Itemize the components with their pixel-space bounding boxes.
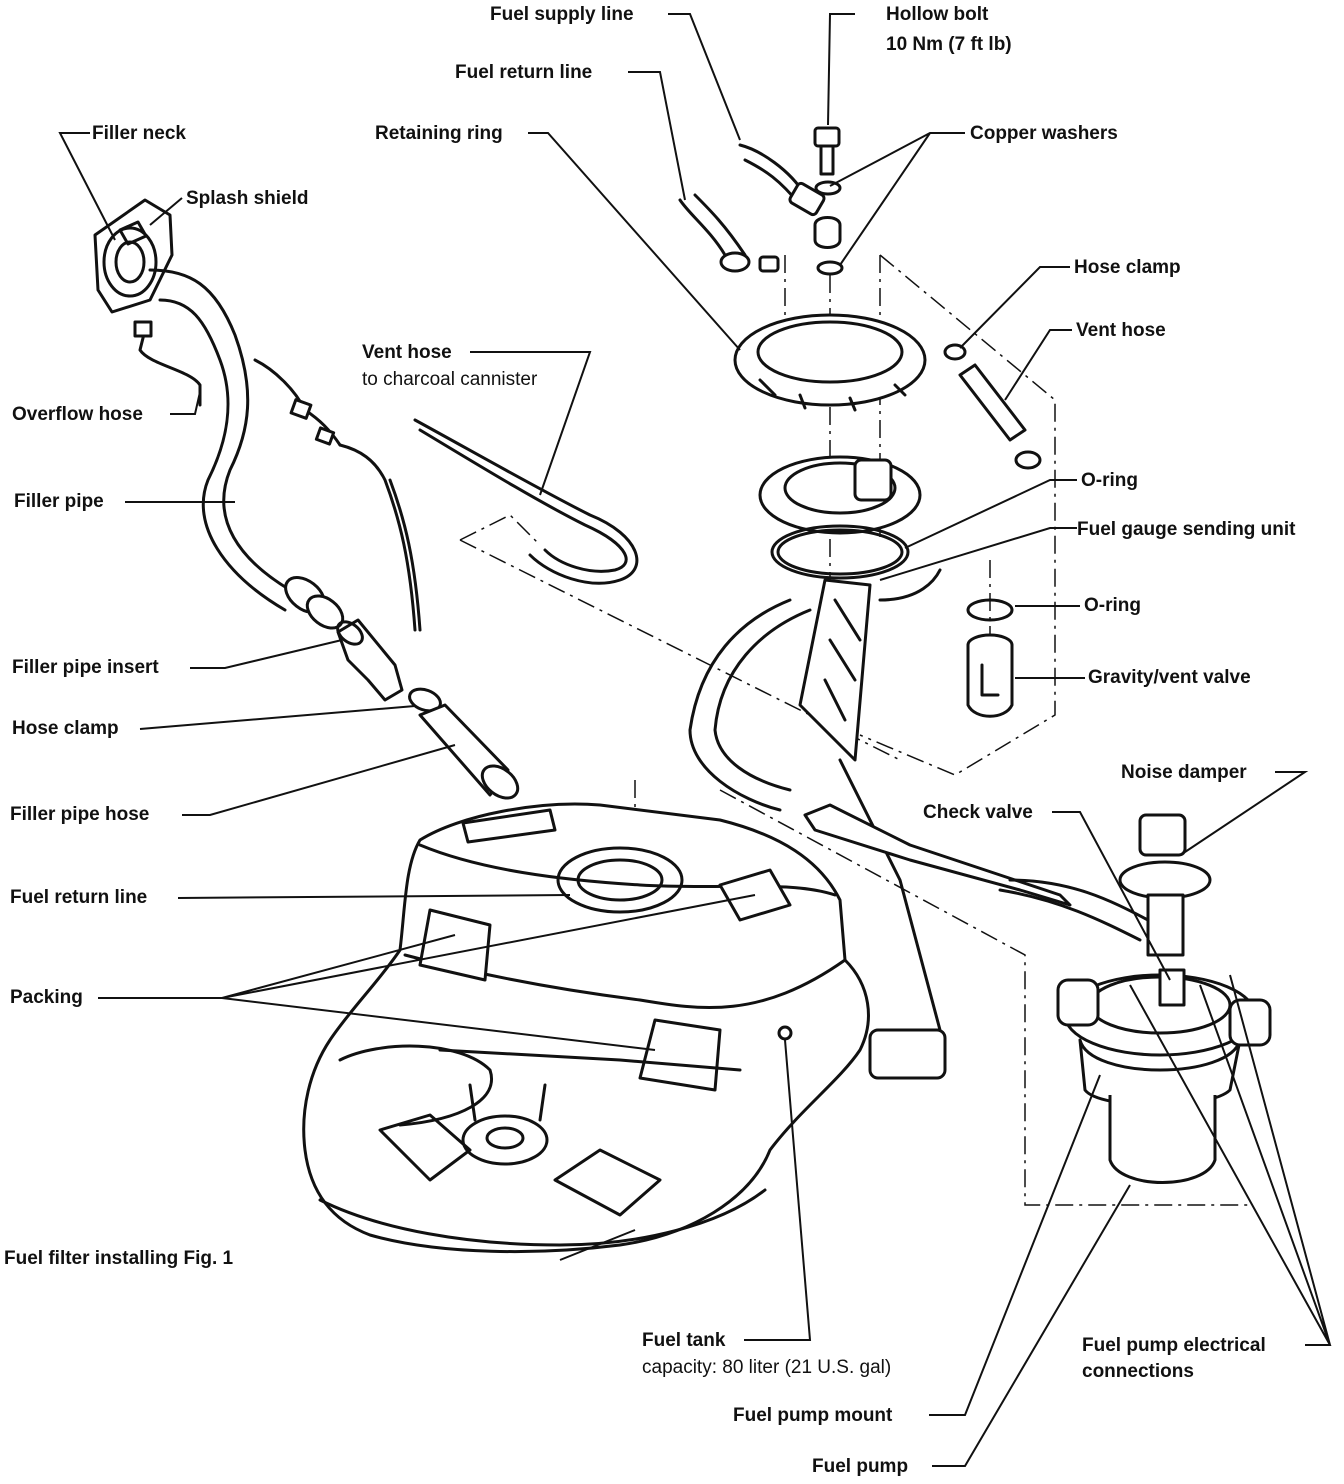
- fuel-tank-drawing: [302, 802, 870, 1254]
- fuel-pump-drawing: [998, 813, 1272, 1184]
- label-vent-hose-right: Vent hose: [1076, 320, 1166, 341]
- label-filler-pipe-hose: Filler pipe hose: [10, 804, 150, 825]
- label-gravity-vent-valve: Gravity/vent valve: [1088, 667, 1251, 688]
- sending-unit-drawing: [688, 455, 1072, 1080]
- label-fuel-pump: Fuel pump: [812, 1456, 909, 1477]
- label-fuel-supply-line: Fuel supply line: [490, 4, 634, 25]
- charcoal-vent-hose-drawing: [413, 418, 639, 585]
- label-o-ring-lower: O-ring: [1084, 595, 1141, 616]
- filler-pipe-insert-drawing: [336, 618, 404, 702]
- label-copper-washers: Copper washers: [970, 123, 1118, 144]
- label-fuel-tank-capacity: capacity: 80 liter (21 U.S. gal): [642, 1357, 892, 1378]
- label-filler-pipe: Filler pipe: [14, 491, 104, 512]
- label-noise-damper: Noise damper: [1121, 762, 1247, 783]
- label-hollow-bolt-torque: 10 Nm (7 ft lb): [886, 34, 1012, 55]
- label-overflow-hose: Overflow hose: [12, 404, 143, 425]
- label-filler-pipe-insert: Filler pipe insert: [12, 657, 159, 678]
- label-packing: Packing: [10, 987, 83, 1008]
- label-hose-clamp-right: Hose clamp: [1074, 257, 1181, 278]
- label-vent-hose-center-sub: to charcoal cannister: [362, 369, 538, 390]
- fuel-lines-top-drawing: [678, 143, 826, 273]
- label-splash-shield: Splash shield: [186, 188, 309, 209]
- label-fuel-return-line-tank: Fuel return line: [10, 887, 148, 908]
- label-fuel-gauge-sending-unit: Fuel gauge sending unit: [1077, 519, 1296, 540]
- label-hollow-bolt: Hollow bolt: [886, 4, 989, 25]
- label-vent-hose-center: Vent hose: [362, 342, 452, 363]
- vent-hose-right-drawing: [943, 343, 1042, 470]
- label-hose-clamp-left: Hose clamp: [12, 718, 119, 739]
- label-o-ring-top: O-ring: [1081, 470, 1138, 491]
- label-fuel-pump-electrical: Fuel pump electrical: [1082, 1335, 1266, 1356]
- gravity-valve-drawing: [966, 598, 1014, 718]
- leader-lines: [58, 13, 1332, 1467]
- retaining-ring-drawing: [733, 313, 927, 412]
- label-retaining-ring: Retaining ring: [375, 123, 503, 144]
- overflow-hose-drawing: [133, 320, 422, 632]
- hollow-bolt-drawing: [813, 126, 844, 276]
- figure-caption: Fuel filter installing Fig. 1: [4, 1248, 234, 1269]
- label-fuel-pump-mount: Fuel pump mount: [733, 1405, 893, 1426]
- label-fuel-pump-electrical-2: connections: [1082, 1361, 1194, 1382]
- filler-pipe-hose-drawing: [408, 687, 520, 800]
- filler-pipe-drawing: [148, 268, 345, 630]
- label-filler-neck: Filler neck: [92, 123, 186, 144]
- label-fuel-return-line-top: Fuel return line: [455, 62, 593, 83]
- label-check-valve: Check valve: [923, 802, 1033, 823]
- label-fuel-tank: Fuel tank: [642, 1330, 726, 1351]
- filler-neck-drawing: [93, 198, 174, 314]
